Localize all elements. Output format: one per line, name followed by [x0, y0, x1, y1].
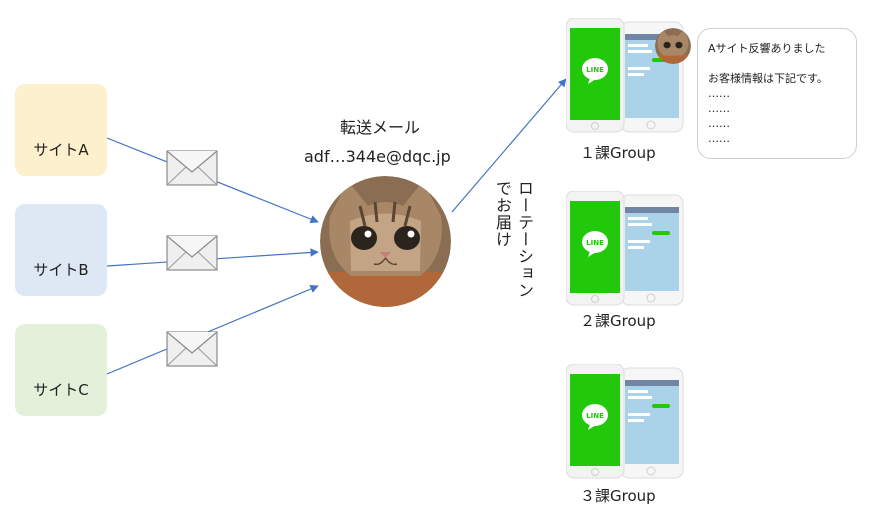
transfer-mail-address: adf…344e@dqc.jp — [304, 147, 451, 166]
rotation-text-1: ローテーション — [515, 180, 534, 299]
site-c-box: サイトC — [15, 324, 107, 416]
transfer-mail-title: 転送メール — [340, 118, 421, 137]
cat-avatar — [320, 176, 451, 307]
phone-pair-group-2: LINE — [566, 191, 684, 306]
site-a-box: サイトA — [15, 84, 107, 176]
rotation-text-2: でお届け — [493, 180, 512, 248]
line-logo-text: LINE — [586, 412, 604, 420]
group-2-label: ２課Group — [580, 312, 656, 330]
message-bubble: Aサイト反響ありました お客様情報は下記です。 …… …… …… …… — [697, 28, 857, 159]
bubble-line-6: …… — [708, 117, 730, 130]
envelope-icon — [166, 331, 218, 367]
arrow-to-group1 — [451, 78, 567, 213]
group-1-label: １課Group — [580, 144, 656, 162]
bubble-line-2 — [708, 56, 846, 71]
phone-pair-group-1: LINE — [566, 18, 684, 133]
bubble-line-5: …… — [708, 102, 730, 115]
bubble-line-4: …… — [708, 87, 730, 100]
site-b-box: サイトB — [15, 204, 107, 296]
bubble-line-1: Aサイト反響ありました — [708, 42, 826, 55]
site-a-label: サイトA — [33, 141, 89, 159]
line-logo-text: LINE — [586, 239, 604, 247]
envelope-icon — [166, 235, 218, 271]
site-c-label: サイトC — [33, 381, 89, 399]
bubble-line-7: …… — [708, 132, 730, 145]
site-b-label: サイトB — [33, 261, 89, 279]
envelope-icon — [166, 150, 218, 186]
group-3-label: ３課Group — [580, 487, 656, 505]
arrow-site-c — [106, 285, 319, 375]
line-logo-text: LINE — [586, 66, 604, 74]
cat-small-avatar — [655, 28, 691, 64]
bubble-line-3: お客様情報は下記です。 — [708, 72, 828, 85]
phone-pair-group-3: LINE — [566, 364, 684, 479]
